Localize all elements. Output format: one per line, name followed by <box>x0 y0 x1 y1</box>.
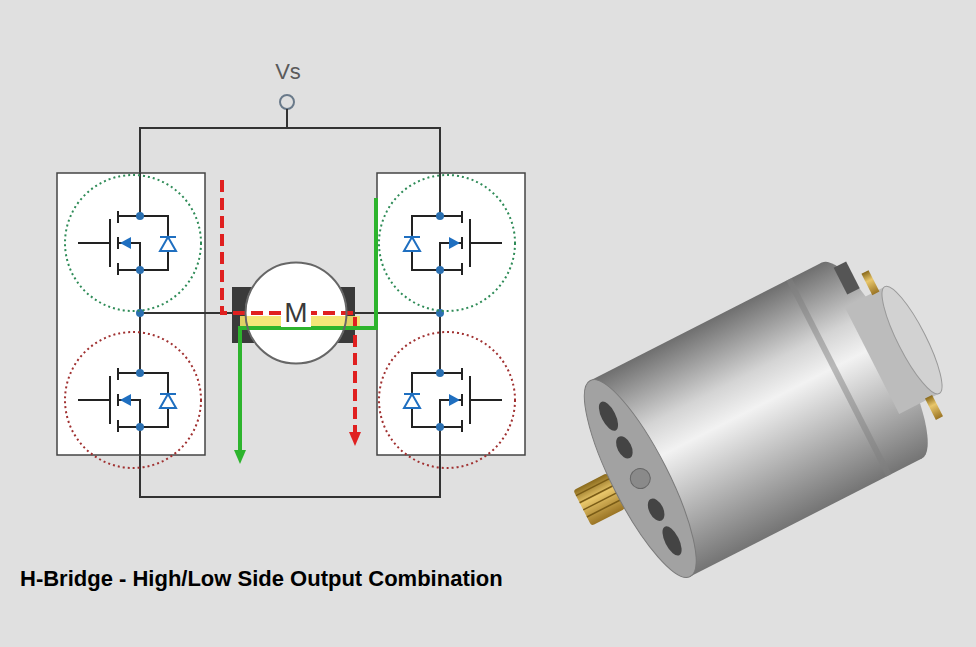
front-vent <box>595 399 622 434</box>
dc-motor-picture <box>532 236 974 606</box>
figure-caption: H-Bridge - High/Low Side Output Combinat… <box>20 566 503 592</box>
rear-vent <box>834 261 860 294</box>
low-side-highlight <box>379 332 515 468</box>
ground-rail <box>140 455 440 497</box>
motor-letter: M <box>281 299 310 327</box>
front-vent <box>644 496 667 524</box>
motor-terminal <box>861 270 879 295</box>
supply-voltage-label: Vs <box>275 60 301 84</box>
brush-cap <box>872 280 951 400</box>
front-vent <box>613 434 636 462</box>
motor-front-face <box>565 368 715 589</box>
mosfet-symbol <box>78 368 176 432</box>
supply-terminal <box>280 95 294 109</box>
high-side-highlight <box>379 175 515 311</box>
motor-outline <box>246 263 347 364</box>
mosfet-symbol <box>78 211 176 275</box>
current-path-green <box>240 198 376 458</box>
motor-node: M <box>244 261 348 365</box>
high-side-highlight <box>65 175 201 311</box>
mosfet-symbol <box>404 368 502 432</box>
supply-rail <box>140 109 440 173</box>
low-side-highlight <box>65 332 201 468</box>
front-bearing <box>627 465 654 492</box>
front-vent <box>659 523 686 558</box>
motor-terminal <box>925 395 943 420</box>
mosfet-symbol <box>404 211 502 275</box>
